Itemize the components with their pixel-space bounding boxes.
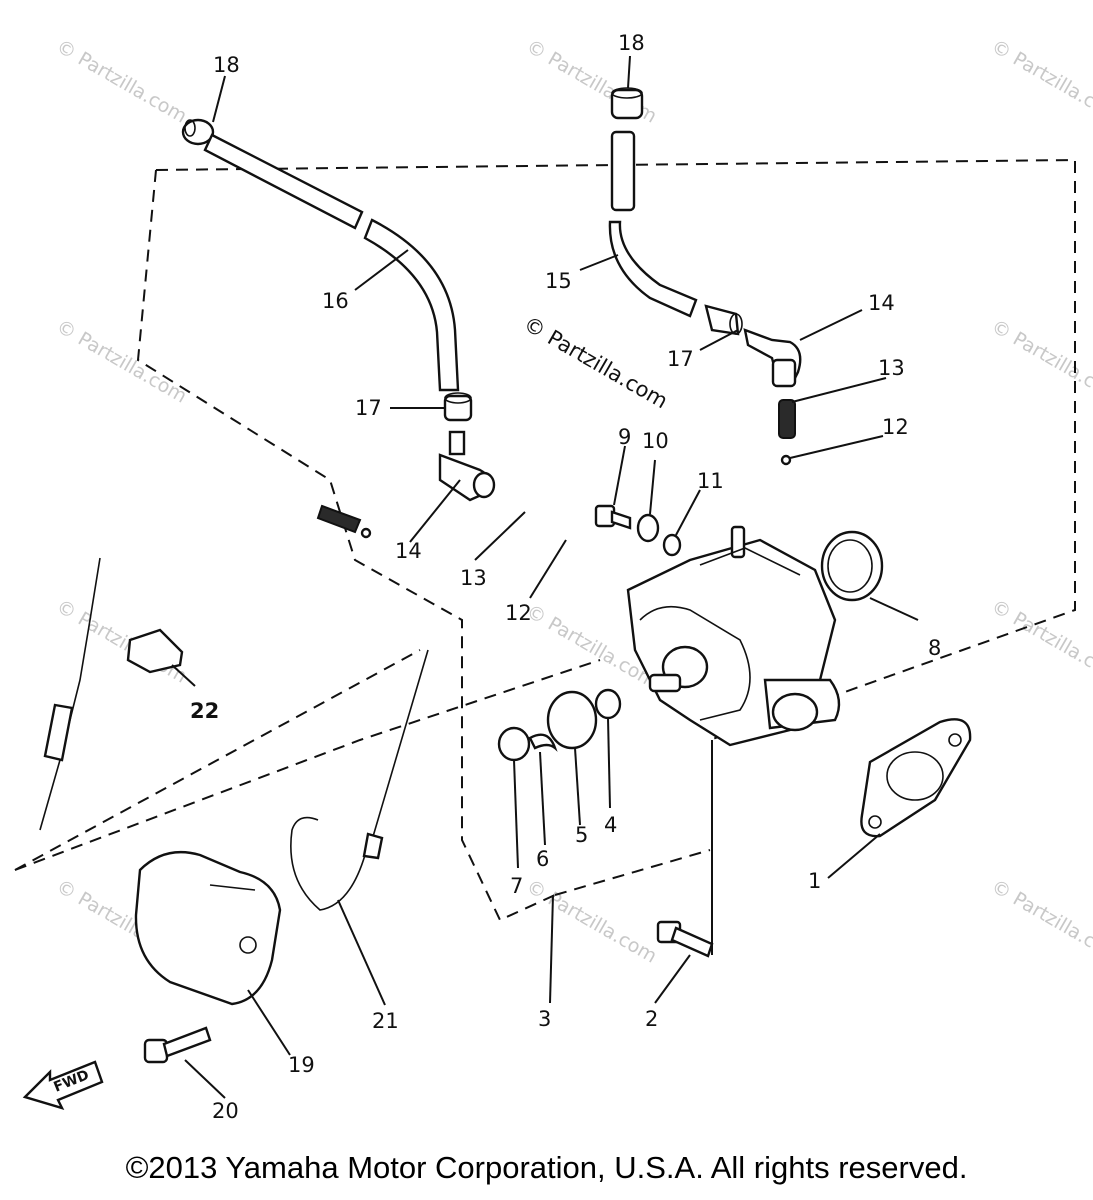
callout-15: 15 bbox=[545, 269, 572, 293]
callout-8: 8 bbox=[928, 636, 941, 660]
washer-4 bbox=[594, 688, 622, 720]
callout-6: 6 bbox=[536, 847, 549, 871]
washer-10 bbox=[636, 513, 660, 543]
watermark: © Partzilla.com bbox=[53, 315, 191, 407]
callout-17: 17 bbox=[667, 347, 694, 371]
oil-seal-8 bbox=[820, 530, 884, 602]
fitting-14-left bbox=[438, 430, 496, 502]
watermark: © Partzilla.com bbox=[523, 875, 661, 967]
bolt-20 bbox=[143, 1026, 212, 1064]
watermark: © Partzilla.com bbox=[53, 35, 191, 127]
leader-lines bbox=[171, 55, 919, 1099]
callout-22: 22 bbox=[190, 699, 219, 723]
callout-4: 4 bbox=[604, 813, 617, 837]
clamp-17-right bbox=[704, 304, 743, 336]
watermark: © Partzilla.com bbox=[988, 875, 1093, 967]
callout-17: 17 bbox=[355, 396, 382, 420]
callout-9: 9 bbox=[618, 425, 631, 449]
watermark-tiles: © Partzilla.com © Partzilla.com © Partzi… bbox=[53, 35, 1093, 967]
callout-19: 19 bbox=[288, 1053, 315, 1077]
cap-18-left bbox=[181, 118, 215, 146]
clamp-17-left bbox=[443, 392, 473, 422]
callout-7: 7 bbox=[510, 874, 523, 898]
callout-16: 16 bbox=[322, 289, 349, 313]
callout-labels: 18 18 16 15 17 17 14 14 13 13 12 12 9 10… bbox=[190, 31, 941, 1123]
callout-13: 13 bbox=[878, 356, 905, 380]
clip-6 bbox=[528, 733, 558, 752]
throttle-cable bbox=[39, 557, 101, 831]
copyright-notice: ©2013 Yamaha Motor Corporation, U.S.A. A… bbox=[125, 1150, 968, 1185]
watermark: © Partzilla.com bbox=[988, 595, 1093, 687]
screw-9 bbox=[594, 504, 632, 530]
fwd-arrow-icon: FWD bbox=[22, 1060, 104, 1110]
callout-10: 10 bbox=[642, 429, 669, 453]
watermark: © Partzilla.com bbox=[988, 35, 1093, 127]
callout-12: 12 bbox=[505, 601, 532, 625]
watermark-center: © Partzilla.com bbox=[520, 312, 672, 414]
callout-3: 3 bbox=[538, 1007, 551, 1031]
callout-14: 14 bbox=[868, 291, 895, 315]
spring-13-left bbox=[316, 504, 362, 534]
callout-14: 14 bbox=[395, 539, 422, 563]
callout-20: 20 bbox=[212, 1099, 239, 1123]
screw-2 bbox=[656, 920, 714, 958]
hose-16 bbox=[203, 133, 460, 392]
callout-18: 18 bbox=[213, 53, 240, 77]
gasket-1 bbox=[860, 718, 972, 838]
callout-11: 11 bbox=[697, 469, 724, 493]
washer-11 bbox=[662, 533, 682, 557]
ball-12-right bbox=[780, 454, 792, 466]
ball-12-left bbox=[360, 527, 372, 539]
callout-1: 1 bbox=[808, 869, 821, 893]
plate-5 bbox=[546, 690, 598, 750]
watermark: © Partzilla.com bbox=[988, 315, 1093, 407]
callout-13: 13 bbox=[460, 566, 487, 590]
fitting-14-right bbox=[743, 328, 802, 388]
callout-2: 2 bbox=[645, 1007, 658, 1031]
spring-13-right bbox=[778, 399, 796, 439]
assembly-outline bbox=[14, 158, 1076, 922]
oil-pump-body-3 bbox=[626, 525, 841, 747]
callout-18: 18 bbox=[618, 31, 645, 55]
cap-18-right bbox=[610, 87, 644, 120]
hose-15 bbox=[608, 130, 698, 318]
cover-19 bbox=[134, 851, 282, 1006]
callout-21: 21 bbox=[372, 1009, 399, 1033]
bracket-22 bbox=[126, 628, 184, 674]
callout-5: 5 bbox=[575, 823, 588, 847]
cable-21 bbox=[290, 649, 429, 911]
nut-7 bbox=[497, 726, 531, 762]
callout-12: 12 bbox=[882, 415, 909, 439]
